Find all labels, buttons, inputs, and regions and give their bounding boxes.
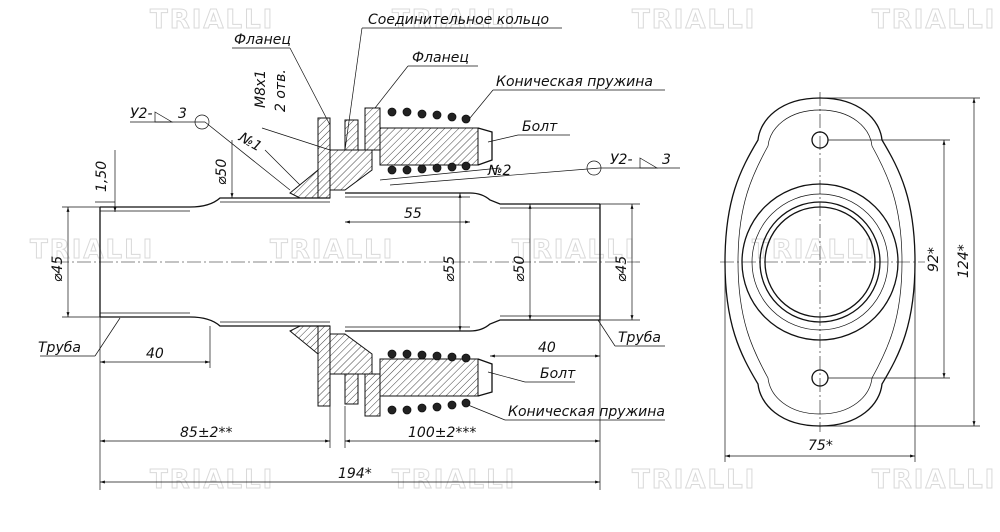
flange-end-view	[720, 92, 980, 462]
dim-len-85: 85±2**	[180, 425, 232, 441]
dim-d50-left: ⌀50	[214, 159, 230, 185]
watermark: TRIALLI	[270, 235, 394, 265]
label-weld-right-leg: 3	[662, 152, 671, 168]
dim-len-194: 194*	[338, 466, 372, 482]
label-no2: №2	[487, 163, 512, 179]
leaders	[40, 27, 680, 421]
dim-len-100: 100±2***	[408, 425, 476, 441]
watermark: TRIALLI	[150, 5, 274, 35]
label-pipe-right: Труба	[618, 330, 661, 346]
watermark: TRIALLI	[632, 5, 756, 35]
label-weld-left-leg: 3	[178, 106, 187, 122]
dim-flange-124: 124*	[956, 244, 972, 278]
dim-len-40-right: 40	[538, 340, 556, 356]
watermark: TRIALLI	[632, 465, 756, 495]
dim-wall-150: 1,50	[94, 161, 110, 192]
label-flange-left: Фланец	[234, 32, 291, 48]
conical-spring-bottom	[387, 349, 471, 415]
flange-right	[344, 107, 381, 417]
label-pipe-left: Труба	[38, 340, 81, 356]
watermark: TRIALLI	[512, 235, 636, 265]
label-thread: М8х1	[253, 70, 269, 108]
label-no1: №1	[235, 129, 264, 155]
label-holes: 2 отв.	[273, 69, 289, 112]
label-weld-right: У2-	[610, 152, 633, 168]
watermark: TRIALLI	[872, 5, 996, 35]
pipe-assembly	[99, 192, 601, 332]
dim-d45-right: ⌀45	[614, 256, 630, 282]
watermark: TRIALLI	[872, 465, 996, 495]
dim-len-55: 55	[404, 206, 422, 222]
label-connecting-ring: Соединительное кольцо	[368, 12, 549, 28]
dim-d45-left: ⌀45	[50, 256, 66, 282]
label-weld-left: У2-	[130, 106, 153, 122]
bolt-bottom	[379, 358, 493, 397]
label-conical-spring-top: Коническая пружина	[496, 74, 653, 90]
label-bolt-top: Болт	[522, 119, 558, 135]
watermark: TRIALLI	[392, 5, 516, 35]
watermark: TRIALLI	[752, 235, 876, 265]
label-flange-right: Фланец	[412, 50, 469, 66]
dim-len-40-left: 40	[146, 346, 164, 362]
dim-flange-92: 92*	[926, 247, 942, 272]
bolt-top	[379, 127, 493, 166]
conical-spring-top	[387, 107, 471, 175]
label-bolt-bottom: Болт	[540, 366, 576, 382]
watermarks: TRIALLI TRIALLI TRIALLI TRIALLI TRIALLI …	[30, 5, 996, 496]
label-conical-spring-bottom: Коническая пружина	[508, 404, 665, 420]
watermark: TRIALLI	[150, 465, 274, 495]
flange-left	[289, 117, 331, 407]
watermark: TRIALLI	[392, 465, 516, 495]
dim-flange-75: 75*	[808, 438, 833, 454]
dimension-lines	[62, 140, 640, 490]
dim-d50-right: ⌀50	[512, 256, 528, 282]
dim-d55: ⌀55	[442, 256, 458, 282]
watermark: TRIALLI	[30, 235, 154, 265]
